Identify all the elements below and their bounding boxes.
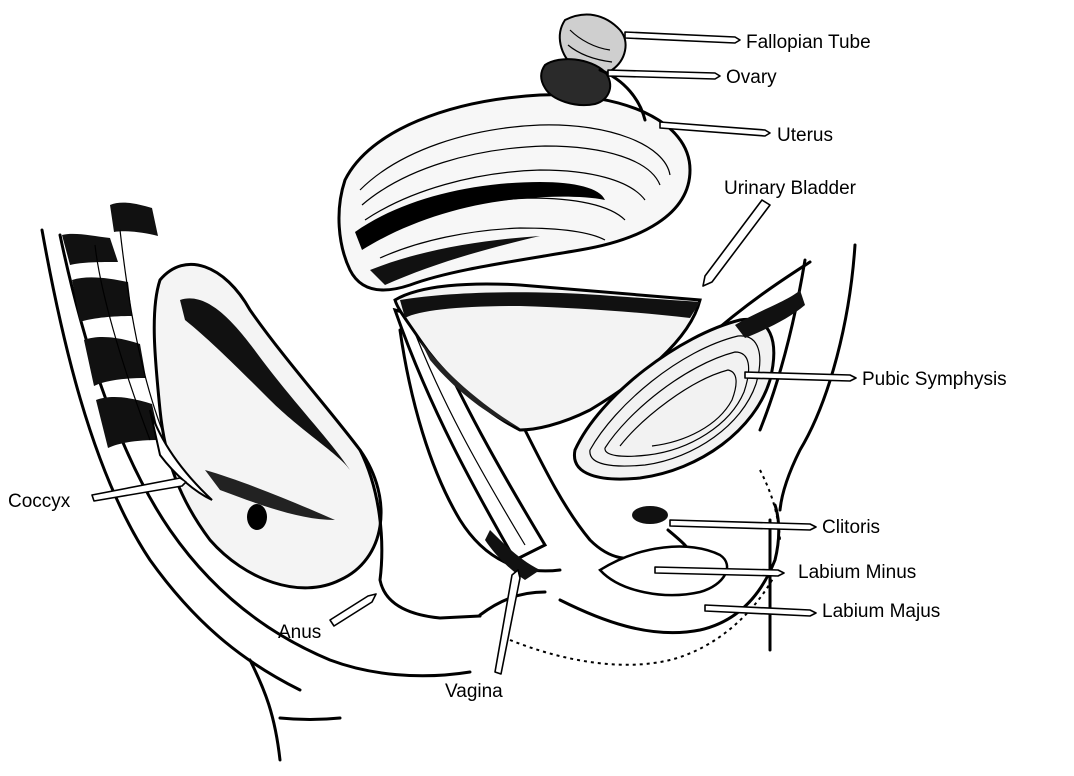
label-labium-majus: Labium Majus bbox=[822, 601, 940, 622]
label-pubic-symphysis: Pubic Symphysis bbox=[862, 369, 1007, 390]
label-fallopian-tube: Fallopian Tube bbox=[746, 32, 871, 53]
buttock-contour bbox=[250, 660, 280, 760]
clitoris-pointer bbox=[670, 520, 816, 530]
rectum-spot bbox=[247, 504, 267, 530]
thigh-contour bbox=[280, 718, 340, 720]
label-labium-minus: Labium Minus bbox=[798, 562, 916, 583]
vagina-pointer bbox=[495, 570, 520, 674]
anatomy-drawing bbox=[42, 15, 855, 760]
label-uterus: Uterus bbox=[777, 125, 833, 146]
anus-pointer bbox=[330, 594, 376, 626]
label-coccyx: Coccyx bbox=[8, 491, 71, 512]
urinary-bladder-pointer bbox=[703, 200, 770, 286]
label-urinary-bladder: Urinary Bladder bbox=[724, 178, 857, 199]
ovary-pointer bbox=[608, 70, 720, 79]
label-ovary: Ovary bbox=[726, 67, 777, 88]
fallopian-tube-pointer bbox=[625, 32, 740, 43]
label-clitoris: Clitoris bbox=[822, 517, 880, 538]
coccyx-pointer bbox=[92, 478, 186, 501]
label-anus: Anus bbox=[278, 622, 321, 643]
labium-majus-pointer bbox=[705, 605, 816, 616]
clitoris bbox=[632, 506, 668, 524]
label-vagina: Vagina bbox=[445, 681, 503, 702]
